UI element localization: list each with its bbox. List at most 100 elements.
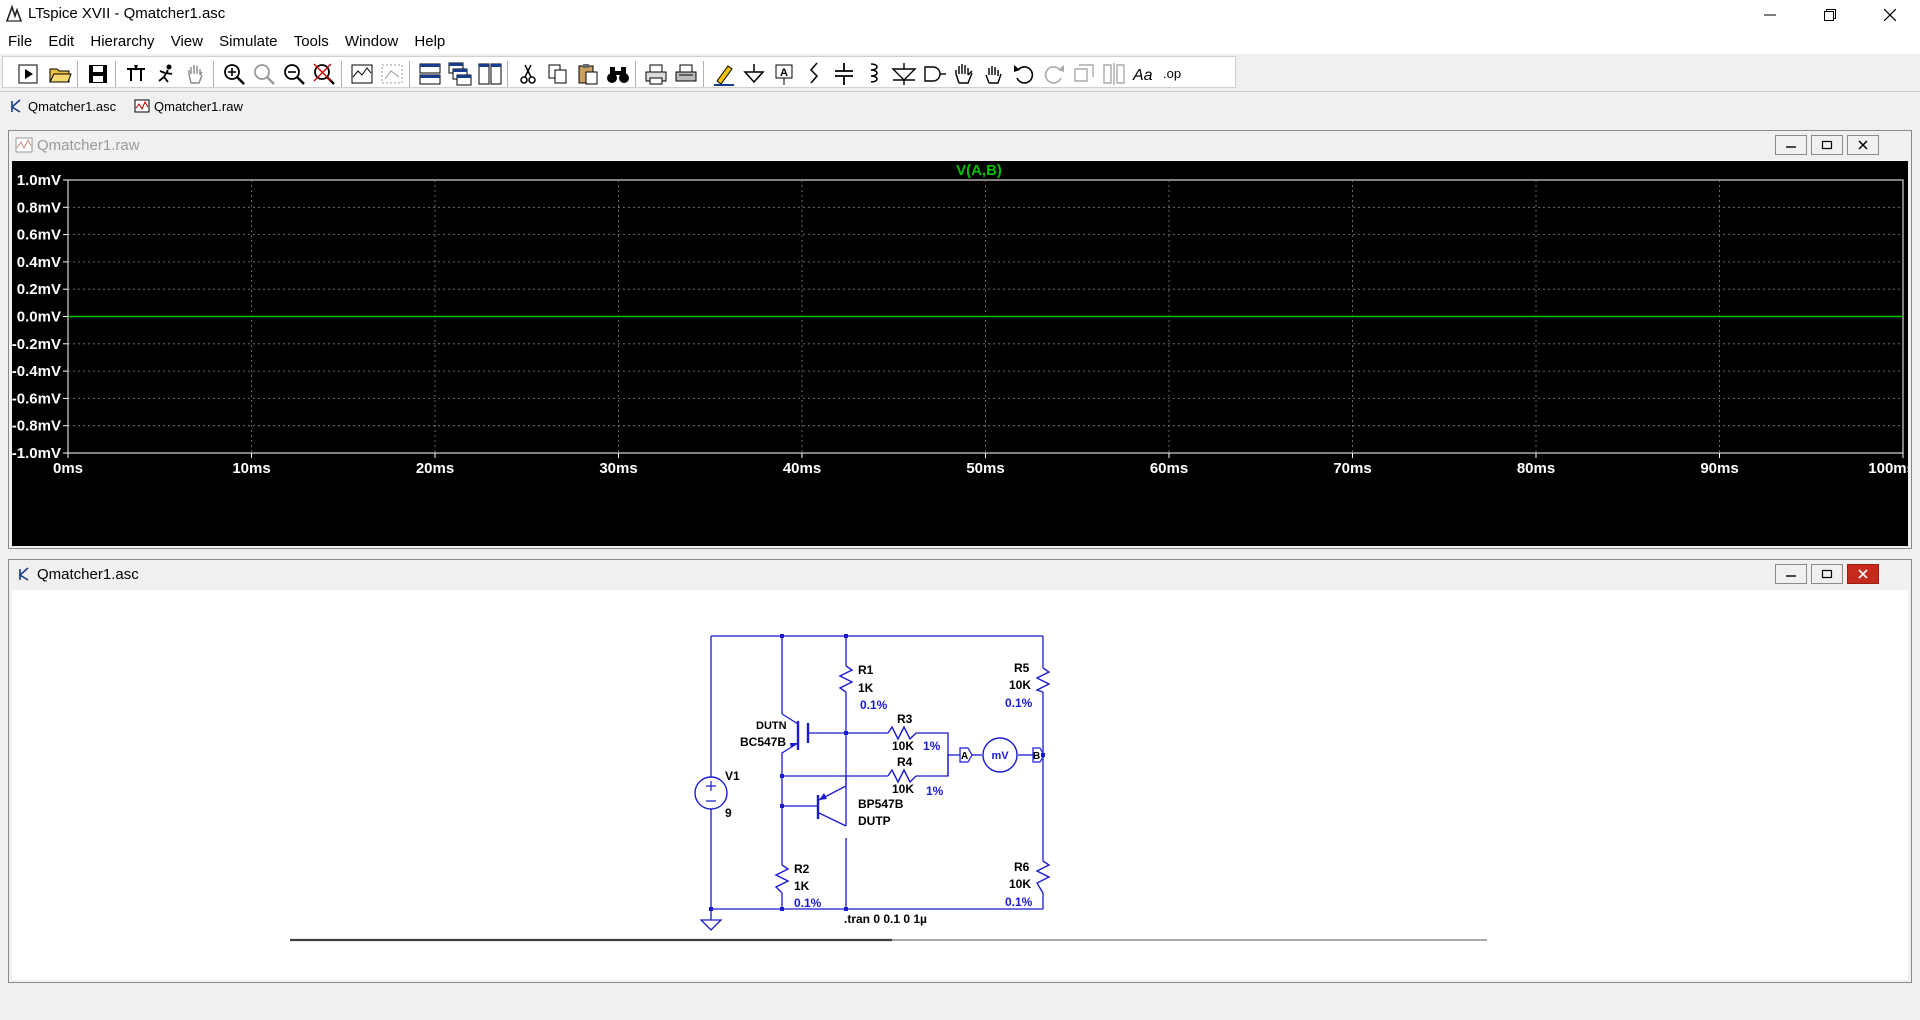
- waveform-window-titlebar[interactable]: Qmatcher1.raw: [9, 131, 1911, 159]
- v1-name-label: V1: [725, 769, 740, 783]
- close-button[interactable]: [1860, 0, 1920, 30]
- run-icon[interactable]: [15, 61, 41, 87]
- r4-tolerance-label: 1%: [926, 784, 944, 798]
- menu-window[interactable]: Window: [344, 33, 399, 50]
- resistor-r5[interactable]: [1035, 667, 1051, 693]
- minimize-button[interactable]: [1740, 0, 1800, 30]
- tile-horizontal-icon[interactable]: [417, 61, 443, 87]
- cascade-icon[interactable]: [447, 61, 473, 87]
- schematic-canvas[interactable]: R1 1K 0.1% R2 1K 0.1% R5 10K 0.1% R6 10K…: [12, 590, 1908, 980]
- component-icon[interactable]: [921, 61, 947, 87]
- schematic-drawing[interactable]: R1 1K 0.1% R2 1K 0.1% R5 10K 0.1% R6 10K…: [12, 590, 1908, 980]
- x-tick-label: 60ms: [1150, 460, 1188, 477]
- schematic-icon: [10, 99, 21, 113]
- y-tick-label: -0.6mV: [12, 390, 61, 407]
- tab-waveform[interactable]: Qmatcher1.raw: [134, 96, 243, 116]
- spice-directive-icon[interactable]: .op: [1161, 61, 1187, 87]
- cut-icon[interactable]: [515, 61, 541, 87]
- pan-hand-icon[interactable]: [183, 61, 209, 87]
- r6-name-label: R6: [1014, 860, 1030, 874]
- voltmeter[interactable]: [959, 737, 1045, 773]
- resistor-r6[interactable]: [1035, 860, 1051, 894]
- zoom-cancel-icon[interactable]: [311, 61, 337, 87]
- resistor-r2[interactable]: [774, 864, 790, 894]
- restore-button[interactable]: [1800, 0, 1860, 30]
- voltage-source-v1[interactable]: [694, 776, 728, 810]
- schematic-minimize-button[interactable]: [1775, 564, 1807, 584]
- y-tick-label: -0.8mV: [12, 418, 61, 435]
- x-tick-label: 90ms: [1700, 460, 1738, 477]
- copy-icon[interactable]: [545, 61, 571, 87]
- move-hand-icon[interactable]: [951, 61, 977, 87]
- spice-directive-text[interactable]: .tran 0 0.1 0 1µ: [844, 912, 927, 926]
- draw-wire-pencil-icon[interactable]: [711, 61, 737, 87]
- window-titlebar: LTspice XVII - Qmatcher1.asc: [0, 0, 1920, 30]
- plot-grid: [63, 179, 1904, 458]
- save-icon[interactable]: [85, 61, 111, 87]
- waveform-chart[interactable]: 1.0mV0.8mV0.6mV0.4mV0.2mV0.0mV-0.2mV-0.4…: [12, 161, 1915, 546]
- menu-help[interactable]: Help: [414, 33, 446, 50]
- control-panel-icon[interactable]: [123, 61, 149, 87]
- waveform-window-title: Qmatcher1.raw: [37, 137, 140, 154]
- waveform-minimize-button[interactable]: [1775, 135, 1807, 155]
- undo-icon[interactable]: [1011, 61, 1037, 87]
- ground-icon[interactable]: [741, 61, 767, 87]
- menu-edit[interactable]: Edit: [48, 33, 75, 50]
- inductor-icon[interactable]: [861, 61, 887, 87]
- v1-value-label: 9: [725, 806, 732, 820]
- qn-model-label: BC547B: [740, 735, 786, 749]
- pick-visible-traces-icon[interactable]: [379, 61, 405, 87]
- autorange-icon[interactable]: [349, 61, 375, 87]
- open-folder-icon[interactable]: [47, 61, 73, 87]
- node-b-label: B: [1033, 751, 1040, 762]
- print-setup-icon[interactable]: [673, 61, 699, 87]
- tab-waveform-label: Qmatcher1.raw: [154, 98, 243, 114]
- x-tick-label: 80ms: [1517, 460, 1555, 477]
- resistor-r4[interactable]: [887, 768, 917, 784]
- tile-vertical-icon[interactable]: [477, 61, 503, 87]
- r4-name-label: R4: [897, 755, 913, 769]
- menu-tools[interactable]: Tools: [293, 33, 329, 50]
- zoom-in-icon[interactable]: [221, 61, 247, 87]
- redo-icon[interactable]: [1041, 61, 1067, 87]
- trace-label-vab[interactable]: V(A,B): [956, 162, 1002, 179]
- drag-hand-icon[interactable]: [981, 61, 1007, 87]
- label-net-icon[interactable]: A: [771, 61, 797, 87]
- text-icon[interactable]: Aa: [1131, 61, 1157, 87]
- r3-tolerance-label: 1%: [923, 739, 941, 753]
- x-tick-label: 20ms: [416, 460, 454, 477]
- svg-text:A: A: [780, 67, 788, 79]
- tab-schematic[interactable]: Qmatcher1.asc: [8, 96, 116, 116]
- menu-simulate[interactable]: Simulate: [219, 33, 278, 50]
- node-a-label: A: [961, 751, 968, 762]
- print-icon[interactable]: [643, 61, 669, 87]
- y-tick-label: 0.2mV: [17, 281, 61, 298]
- resistor-r3[interactable]: [887, 725, 917, 741]
- r3-name-label: R3: [897, 712, 913, 726]
- resistor-icon[interactable]: [801, 61, 827, 87]
- zoom-fit-icon[interactable]: [251, 61, 277, 87]
- find-binoculars-icon[interactable]: [605, 61, 631, 87]
- y-tick-label: 0.0mV: [17, 309, 61, 326]
- menu-hierarchy[interactable]: Hierarchy: [90, 33, 155, 50]
- toolbar-separator: [341, 61, 342, 87]
- capacitor-icon[interactable]: [831, 61, 857, 87]
- diode-icon[interactable]: [891, 61, 917, 87]
- resistor-r1[interactable]: [838, 665, 854, 693]
- zoom-out-icon[interactable]: [281, 61, 307, 87]
- waveform-close-button[interactable]: [1847, 135, 1879, 155]
- mirror-icon[interactable]: [1101, 61, 1127, 87]
- schematic-maximize-button[interactable]: [1811, 564, 1843, 584]
- menu-file[interactable]: File: [8, 33, 33, 50]
- waveform-maximize-button[interactable]: [1811, 135, 1843, 155]
- schematic-window-titlebar[interactable]: Qmatcher1.asc: [9, 560, 1911, 588]
- rotate-icon[interactable]: [1071, 61, 1097, 87]
- paste-icon[interactable]: [575, 61, 601, 87]
- run-probe-icon[interactable]: [153, 61, 179, 87]
- y-tick-label: -0.4mV: [12, 363, 61, 380]
- schematic-close-button[interactable]: [1847, 564, 1879, 584]
- menu-view[interactable]: View: [170, 33, 203, 50]
- restore-icon: [1824, 9, 1836, 21]
